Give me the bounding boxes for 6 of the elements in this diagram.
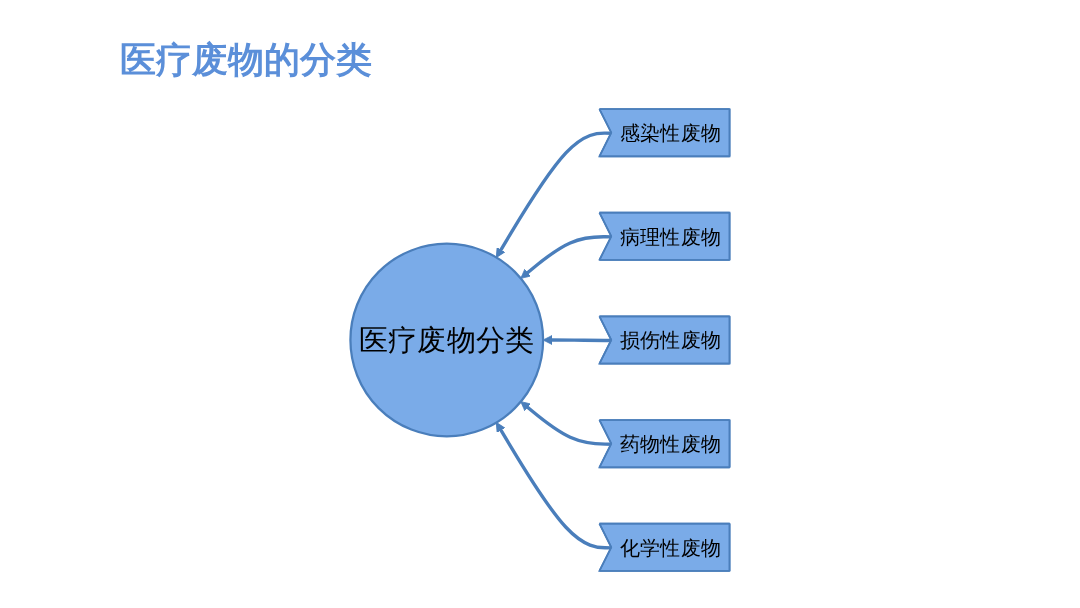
arrow bbox=[495, 422, 612, 550]
arrow bbox=[520, 235, 612, 279]
arrow bbox=[495, 131, 612, 258]
title: 医疗废物的分类 bbox=[120, 38, 372, 82]
node-circle: 医疗废物分类 bbox=[349, 242, 545, 438]
arrow bbox=[520, 401, 612, 446]
